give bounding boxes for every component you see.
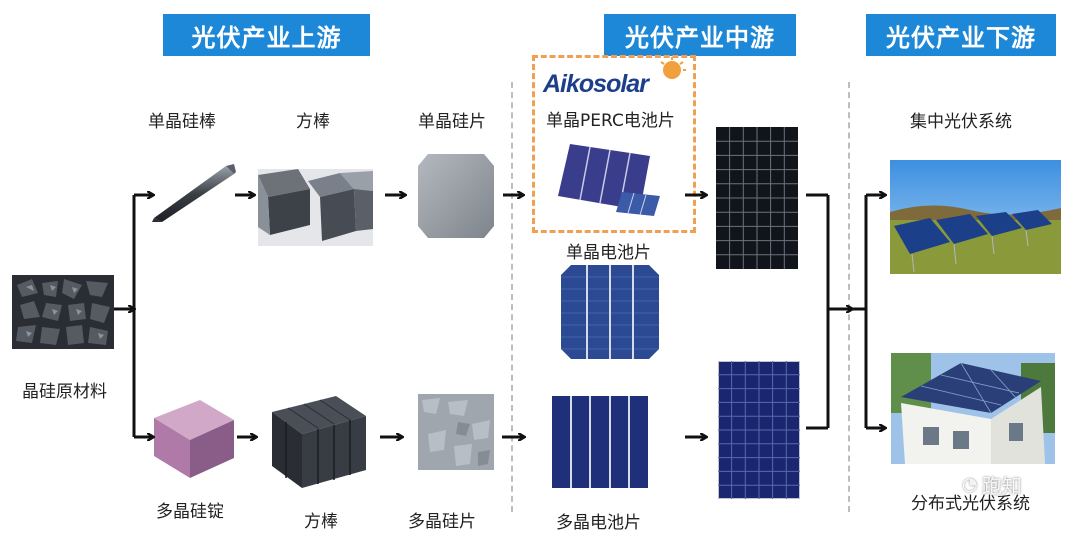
raw-silicon-image — [12, 275, 114, 349]
label-mono-square: 方棒 — [296, 112, 330, 132]
poly-cell-image — [552, 396, 648, 488]
label-mono-cell: 单晶电池片 — [566, 243, 651, 263]
label-mono-wafer: 单晶硅片 — [418, 112, 486, 132]
poly-square-rods-image — [272, 396, 366, 488]
label-perc-cell: 单晶PERC电池片 — [546, 111, 675, 131]
aikosolar-logo: Aikosolar — [543, 70, 649, 99]
mono-wafer-image — [418, 154, 494, 238]
chat-icon: ◔ — [962, 474, 978, 495]
watermark: ◔ 跑知 — [962, 470, 1022, 499]
mono-square-rods-image — [258, 169, 373, 246]
mono-cell-image — [561, 265, 659, 359]
poly-ingot-image — [154, 400, 234, 478]
label-mono-rod: 单晶硅棒 — [148, 112, 216, 132]
label-poly-cell: 多晶电池片 — [556, 513, 641, 533]
perc-highlight-box — [532, 55, 696, 233]
label-poly-square: 方棒 — [304, 512, 338, 532]
central-pv-image — [890, 160, 1061, 274]
poly-module-image — [718, 361, 800, 499]
distributed-pv-image — [891, 353, 1055, 464]
watermark-text: 跑知 — [981, 474, 1022, 498]
mono-module-image — [716, 127, 798, 269]
logo-text: Aikosolar — [543, 70, 649, 98]
perc-cell-image — [558, 144, 660, 216]
divider-mid-right — [848, 82, 850, 512]
logo-sun-icon — [660, 57, 686, 79]
label-raw-material: 晶硅原材料 — [22, 382, 107, 402]
label-poly-wafer: 多晶硅片 — [408, 512, 476, 532]
label-poly-ingot: 多晶硅锭 — [156, 502, 224, 522]
label-central-pv: 集中光伏系统 — [910, 112, 1012, 132]
mono-rod-image — [152, 164, 236, 222]
header-downstream: 光伏产业下游 — [866, 14, 1056, 56]
poly-wafer-image — [418, 394, 494, 470]
label-distributed-pv: 分布式光伏系统 — [911, 494, 1030, 514]
divider-mid-left — [511, 82, 513, 512]
header-midstream: 光伏产业中游 — [604, 14, 796, 56]
header-upstream: 光伏产业上游 — [163, 14, 370, 56]
